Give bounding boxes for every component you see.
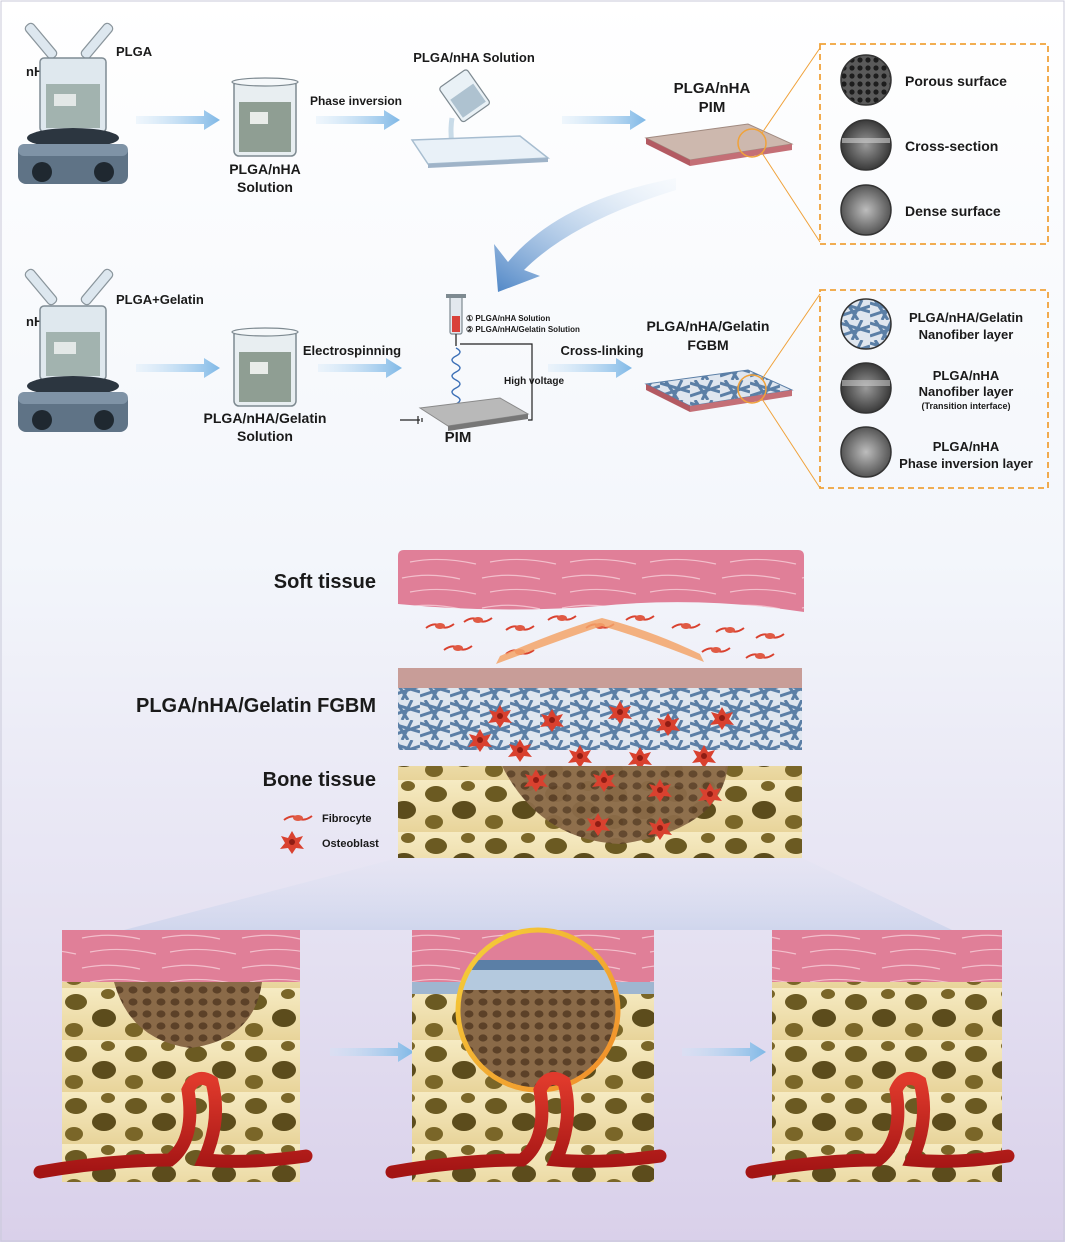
- panel-defect: [33, 930, 313, 1182]
- solution-beaker-icon: [231, 77, 299, 157]
- plga-gelatin-tube-icon: [80, 268, 114, 306]
- sem-sublabel: (Transition interface): [921, 401, 1010, 411]
- sem-panel-row2: [819, 289, 1049, 489]
- syringe-note-2: ② PLGA/nHA/Gelatin Solution: [466, 325, 580, 334]
- row2-preparation: nHA PLGA+Gelatin PLGA/nHA/Gelatin Soluti…: [17, 268, 1049, 489]
- sem-transition-interface: PLGA/nHA Nanofiber layer (Transition int…: [840, 362, 1014, 414]
- sem-porous-surface: Porous surface: [840, 54, 1007, 106]
- jet-spiral: [451, 347, 461, 413]
- row2-beaker-label-2: Solution: [237, 428, 293, 444]
- panel-regenerated: [745, 930, 1015, 1182]
- phase-inversion-label: Phase inversion: [310, 94, 402, 108]
- row2-plga-gelatin-label: PLGA+Gelatin: [116, 292, 204, 307]
- cross-linking-label: Cross-linking: [560, 343, 643, 358]
- blood-vessel-icon: [385, 1071, 667, 1179]
- sem-panel-row1: [819, 43, 1049, 245]
- zoom-circle: [737, 128, 767, 158]
- migration-arrow-icon: [496, 618, 704, 664]
- solution-beaker-icon: [231, 327, 299, 407]
- voltage-wire: [460, 343, 533, 421]
- sem-label: PLGA/nHA: [933, 439, 1000, 454]
- zoom-circle: [737, 374, 767, 404]
- row2-beaker-label-1: PLGA/nHA/Gelatin: [204, 410, 327, 426]
- fgbm-label-1: PLGA/nHA/Gelatin: [647, 318, 770, 334]
- high-voltage-label: High voltage: [504, 376, 564, 387]
- sem-label: PLGA/nHA: [933, 368, 1000, 383]
- nha-tube-icon: [24, 22, 58, 60]
- tissue-schematic: Soft tissue PLGA/nHA/Gelatin FGBM Bone t…: [136, 550, 804, 858]
- healing-sequence: [33, 927, 1015, 1182]
- bone-defect: [502, 766, 728, 844]
- row1-plga-label: PLGA: [116, 44, 153, 59]
- sem-cross-section: Cross-section: [840, 119, 998, 171]
- membrane-fiber-layer: [398, 688, 802, 750]
- soft-tissue-label: Soft tissue: [274, 571, 376, 593]
- projection-beam: [124, 858, 952, 930]
- pour-label: PLGA/nHA Solution: [413, 50, 535, 65]
- panel-membrane-implanted: [385, 927, 667, 1182]
- row1-beaker-label-2: Solution: [237, 179, 293, 195]
- sem-label: Phase inversion layer: [899, 456, 1033, 471]
- pim-label-2: PIM: [699, 99, 726, 116]
- pour-beaker-icon: [439, 69, 490, 123]
- sem-phase-inversion-layer: PLGA/nHA Phase inversion layer: [840, 426, 1033, 478]
- soft-tissue-layer: [398, 550, 804, 612]
- sem-label: Porous surface: [905, 73, 1007, 89]
- bone-tissue-label: Bone tissue: [263, 769, 376, 791]
- sem-label: PLGA/nHA/Gelatin: [909, 310, 1023, 325]
- blood-vessel-icon: [33, 1071, 313, 1179]
- row1-beaker-label-1: PLGA/nHA: [229, 161, 301, 177]
- plga-tube-icon: [80, 22, 114, 60]
- membrane-label: PLGA/nHA/Gelatin FGBM: [136, 695, 376, 717]
- membrane-top-layer: [398, 668, 802, 688]
- row1-preparation: nHA PLGA PLGA/nHA Solution Phase inversi…: [17, 22, 1049, 245]
- sem-label: Cross-section: [905, 138, 998, 154]
- sem-label: Nanofiber layer: [919, 384, 1014, 399]
- nha-tube-icon: [24, 268, 58, 306]
- sem-label: Nanofiber layer: [919, 327, 1014, 342]
- pim-label-1: PLGA/nHA: [674, 80, 751, 97]
- syringe-icon: [446, 294, 466, 346]
- syringe-note-1: ① PLGA/nHA Solution: [466, 314, 550, 323]
- blood-vessel-icon: [745, 1071, 1015, 1179]
- legend-osteoblast: Osteoblast: [322, 838, 379, 850]
- fgbm-label-2: FGBM: [687, 337, 728, 353]
- electrospinning-label: Electrospinning: [303, 343, 401, 358]
- legend-fibrocyte: Fibrocyte: [322, 813, 372, 825]
- transfer-arrow-icon: [494, 178, 676, 292]
- sem-label: Dense surface: [905, 203, 1001, 219]
- collector-label: PIM: [445, 429, 472, 446]
- sem-dense-surface: Dense surface: [840, 184, 1001, 236]
- sem-gelatin-nanofiber: PLGA/nHA/Gelatin Nanofiber layer: [840, 298, 1023, 350]
